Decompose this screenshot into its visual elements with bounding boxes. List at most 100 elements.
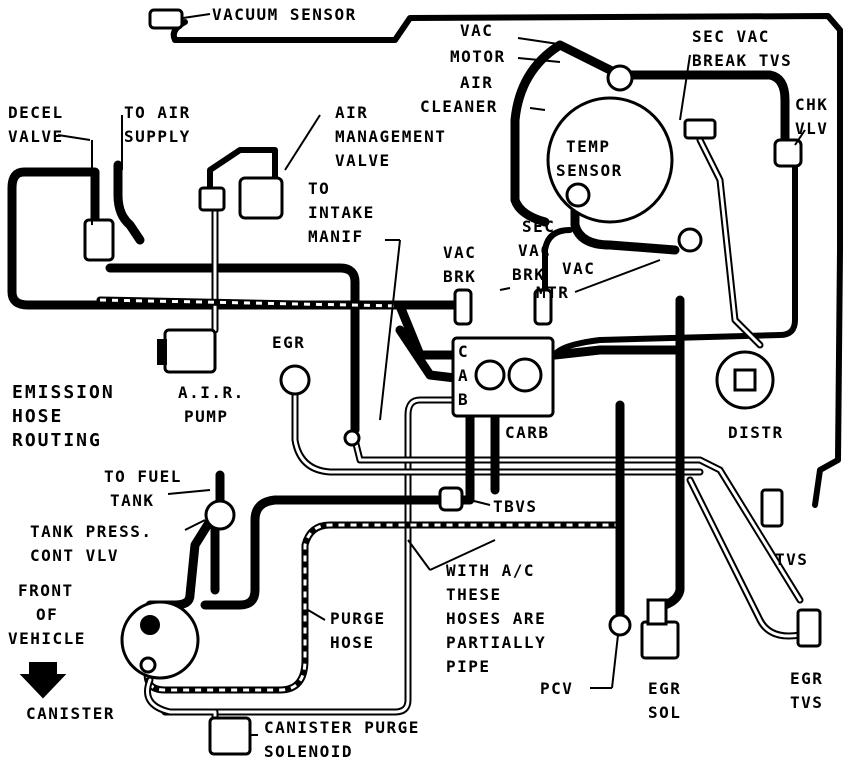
air-management-valve <box>238 176 284 220</box>
label-air-cleaner-1: AIR <box>460 73 493 92</box>
label-to-intake-manif-2: INTAKE <box>308 203 375 222</box>
hose-vac-motor <box>625 70 790 145</box>
label-to-fuel-tank-1: TO FUEL <box>104 467 182 486</box>
label-distr: DISTR <box>728 423 784 442</box>
tbvs <box>438 486 464 512</box>
label-egr: EGR <box>272 333 305 352</box>
label-sec-vac-break-tvs-2: BREAK TVS <box>692 51 792 70</box>
label-purge-hose-2: HOSE <box>330 633 375 652</box>
label-air-mgmt-valve-1: AIR <box>335 103 368 122</box>
label-temp-sensor-1: TEMP <box>566 137 611 156</box>
label-decel-valve-1: DECEL <box>8 103 64 122</box>
label-with-ac-3: HOSES ARE <box>446 609 546 628</box>
label-vac-brk-1: VAC <box>443 243 476 262</box>
label-sec-vac-break-tvs-1: SEC VAC <box>692 27 770 46</box>
vac-motor <box>606 64 634 92</box>
label-egr-sol-1: EGR <box>648 679 681 698</box>
title-line-3: ROUTING <box>12 430 102 451</box>
label-decel-valve-2: VALVE <box>8 127 64 146</box>
air-pump <box>163 328 217 374</box>
label-air-cleaner-2: CLEANER <box>420 97 498 116</box>
label-to-intake-manif-1: TO <box>308 179 330 198</box>
label-purge-hose-1: PURGE <box>330 609 386 628</box>
air-cleaner <box>546 96 674 224</box>
label-egr-tvs-2: TVS <box>790 693 823 712</box>
tank-press-cont-vlv <box>204 499 236 531</box>
hose-carb-right <box>550 295 685 360</box>
hose-fuel-tank <box>145 470 225 610</box>
label-tank-press-1: TANK PRESS. <box>30 522 152 541</box>
label-egr-tvs-1: EGR <box>790 669 823 688</box>
check-valve <box>773 138 803 168</box>
label-chk-vlv-2: VLV <box>795 119 828 138</box>
label-air-mgmt-valve-2: MANAGEMENT <box>335 127 446 146</box>
label-canister-purge-1: CANISTER PURGE <box>264 718 420 737</box>
vac-brk <box>453 288 473 326</box>
label-chk-vlv-1: CHK <box>795 95 828 114</box>
hose-chk-vlv <box>552 162 798 358</box>
label-vacuum-sensor: VACUUM SENSOR <box>212 5 357 24</box>
carb-port-a: A <box>458 366 469 385</box>
label-air-mgmt-valve-3: VALVE <box>335 151 391 170</box>
label-sec-vac-brk-1: SEC <box>522 217 555 236</box>
front-arrow-icon <box>19 662 67 699</box>
label-air-pump-2: PUMP <box>184 407 229 426</box>
label-with-ac-1: WITH A/C <box>446 561 535 580</box>
title-line-2: HOSE <box>12 406 63 427</box>
label-with-ac-4: PARTIALLY <box>446 633 546 652</box>
pcv-valve <box>608 613 632 637</box>
label-front-of-vehicle-1: FRONT <box>18 581 74 600</box>
decel-valve <box>83 218 115 262</box>
label-vac-mtr-1: VAC <box>562 259 595 278</box>
canister-purge-solenoid <box>208 716 252 756</box>
label-pcv: PCV <box>540 679 573 698</box>
label-temp-sensor-2: SENSOR <box>556 161 623 180</box>
air-mgmt-port <box>198 186 226 212</box>
label-canister: CANISTER <box>26 704 115 723</box>
hose-air-supply <box>113 160 145 245</box>
label-vac-motor-2: MOTOR <box>450 47 506 66</box>
egr-tvs <box>796 608 822 648</box>
label-vac-motor-1: VAC <box>460 21 493 40</box>
label-sec-vac-brk-2: VAC <box>518 241 551 260</box>
label-front-of-vehicle-2: OF <box>36 605 58 624</box>
tvs <box>760 488 784 528</box>
label-vac-brk-2: BRK <box>443 267 476 286</box>
label-to-fuel-tank-2: TANK <box>110 491 155 510</box>
title-line-1: EMISSION <box>12 382 115 403</box>
hose-air-cleaner-loop <box>510 40 625 227</box>
label-to-air-supply-1: TO AIR <box>124 103 191 122</box>
hose-air-mgmt <box>207 147 278 213</box>
egr-sol <box>640 620 680 660</box>
label-with-ac-2: THESE <box>446 585 502 604</box>
pipe-right-long <box>696 136 764 349</box>
vacuum-sensor <box>148 8 184 30</box>
label-front-of-vehicle-3: VEHICLE <box>8 629 86 648</box>
label-tbvs: TBVS <box>493 497 538 516</box>
label-canister-purge-2: SOLENOID <box>264 742 353 761</box>
label-air-pump-1: A.I.R. <box>178 383 245 402</box>
label-tvs: TVS <box>775 550 808 569</box>
hose-egr-sol <box>660 345 685 610</box>
hose-carb-b <box>161 396 459 716</box>
label-tank-press-2: CONT VLV <box>30 546 119 565</box>
hose-sec-vac-brk <box>542 227 573 303</box>
hose-decel-lower <box>105 263 360 435</box>
hose-temp-sensor <box>570 193 680 255</box>
pipe-intake <box>351 436 804 604</box>
egr-valve <box>279 364 311 396</box>
sec-vac-brk <box>533 288 553 326</box>
label-to-air-supply-2: SUPPLY <box>124 127 191 146</box>
label-to-intake-manif-3: MANIF <box>308 227 364 246</box>
label-egr-sol-2: SOL <box>648 703 681 722</box>
sec-vac-break-tvs <box>683 118 717 140</box>
carb-port-c: C <box>458 342 469 361</box>
carb-port-b: B <box>458 390 469 409</box>
temp-sensor-port <box>565 182 591 208</box>
intake-manif-fitting <box>343 429 361 447</box>
label-sec-vac-brk-3: BRK <box>512 265 545 284</box>
hose-carb-a <box>395 325 460 383</box>
hose-decel-loop <box>7 167 465 310</box>
label-with-ac-5: PIPE <box>446 657 491 676</box>
